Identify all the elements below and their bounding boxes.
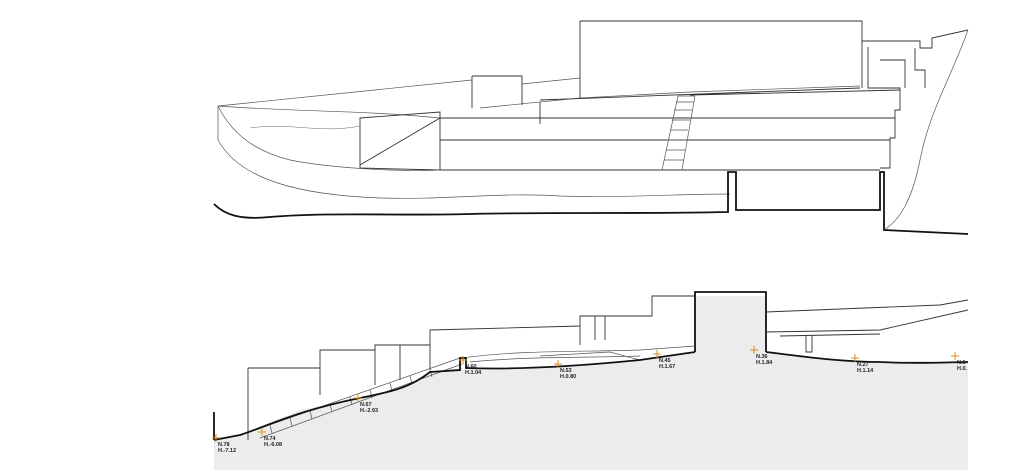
level-marker-cross (554, 360, 562, 368)
lower-section: N.78H.-7.12N.74H.-6.08N.67H.-2.93N.60H.1… (212, 291, 969, 470)
level-mark-n: N.53 (560, 368, 572, 374)
upper-small-block (471, 75, 523, 108)
level-mark-n: N.78 (218, 442, 230, 448)
level-mark-h: H.-7.12 (218, 448, 236, 454)
level-mark-h: H.0.80 (560, 374, 576, 380)
level-mark-n: N.36 (756, 354, 768, 360)
upper-right-profile (883, 29, 969, 231)
lower-right-roof (765, 299, 969, 353)
level-mark-h: H.-2.93 (360, 408, 378, 414)
lower-buildings (247, 295, 695, 440)
level-marks: N.78H.-7.12N.74H.-6.08N.67H.-2.93N.60H.1… (212, 346, 968, 454)
level-marker-cross (851, 354, 859, 362)
level-mark-n: N.45 (659, 358, 671, 364)
level-mark-n: N.74 (264, 436, 277, 442)
lower-ground-line (213, 351, 969, 441)
upper-diagonal-plane (359, 111, 441, 171)
level-marker-cross (951, 352, 959, 360)
upper-roof-lines (217, 77, 861, 140)
upper-water-line (249, 125, 361, 130)
level-marker-cross (653, 350, 661, 358)
lower-central-tower (694, 291, 767, 352)
level-mark-h: H.0. (957, 366, 968, 372)
lower-ground-fill (214, 296, 968, 470)
level-marker-cross (258, 428, 266, 436)
level-mark-h: H.1.84 (756, 360, 773, 366)
level-mark-h: H.1.14 (857, 368, 874, 374)
level-mark-n: N.67 (360, 402, 372, 408)
level-marker-cross (212, 434, 220, 442)
level-mark-n: N.1 (957, 360, 966, 366)
level-mark-n: N.27 (857, 362, 869, 368)
level-marker-cross (354, 394, 362, 402)
upper-terrace-bands (440, 87, 901, 171)
upper-ground-line (213, 171, 969, 235)
upper-stair (661, 95, 696, 171)
upper-section (213, 20, 969, 235)
upper-right-terraces (862, 29, 969, 169)
level-mark-h: H.1.67 (659, 364, 675, 370)
upper-left-profile (217, 105, 731, 199)
level-mark-h: H.-6.08 (264, 442, 282, 448)
level-mark-h: H.1.04 (465, 370, 482, 376)
level-mark-n: N.60 (465, 364, 477, 370)
lower-canopy (461, 345, 696, 363)
upper-rear-building (579, 20, 863, 98)
level-marker-cross (750, 346, 758, 354)
level-marker-cross (459, 356, 467, 364)
